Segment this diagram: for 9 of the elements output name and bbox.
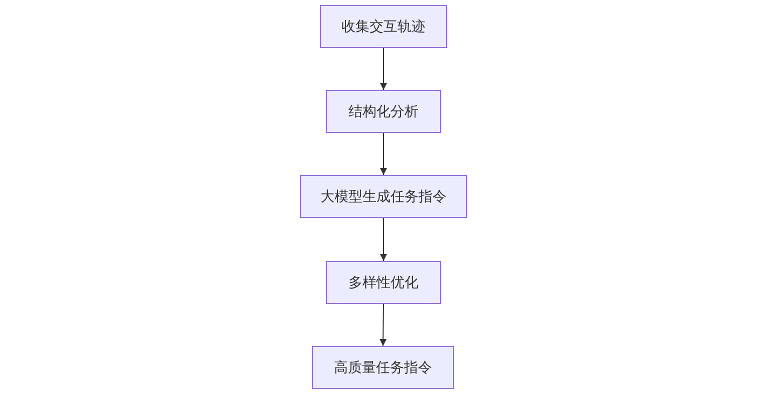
arrow (380, 304, 387, 346)
arrow (380, 48, 387, 90)
process-box: 多样性优化 (326, 261, 441, 304)
process-box: 大模型生成任务指令 (300, 175, 467, 218)
process-box: 结构化分析 (326, 90, 441, 133)
arrow (380, 218, 387, 262)
process-box: 收集交互轨迹 (320, 5, 447, 48)
process-box: 高质量任务指令 (312, 346, 454, 389)
arrow (380, 132, 387, 176)
